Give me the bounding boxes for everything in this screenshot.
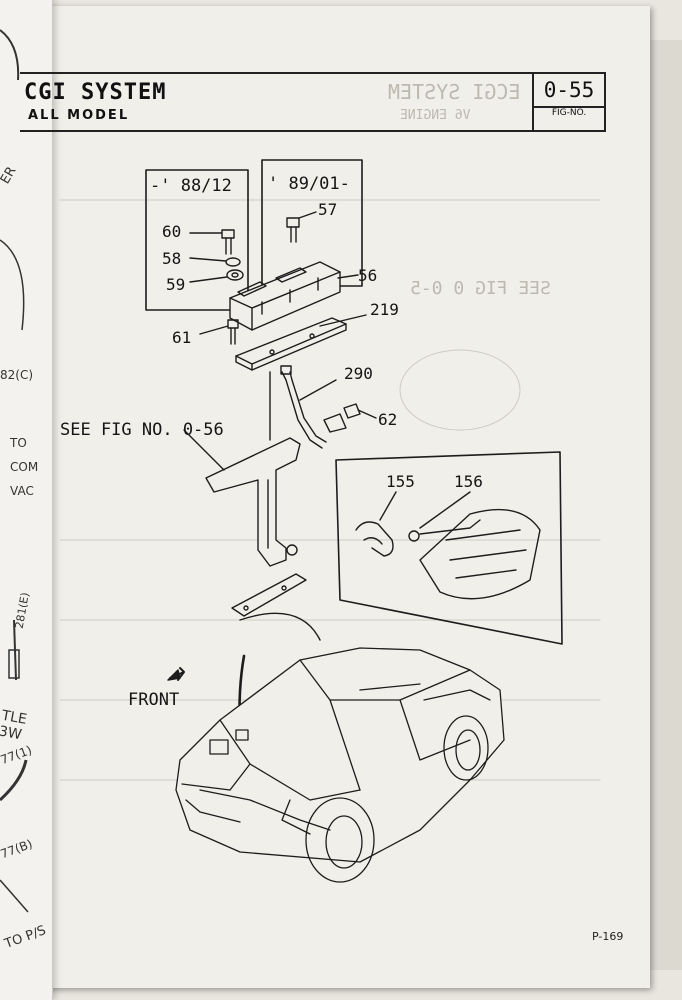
part-number-callout: 62 <box>378 410 398 429</box>
bolt-60 <box>189 229 235 255</box>
page-number: P-169 <box>592 930 624 943</box>
part-number-callout: 219 <box>370 300 399 319</box>
left-page-text: COM <box>10 460 39 474</box>
front-arrowhead <box>167 669 181 681</box>
bolt-57 <box>286 211 317 243</box>
part-number-callout: 58 <box>162 249 182 268</box>
figure-header: CGI SYSTEM ALL MODEL 0-55 FIG-NO. <box>20 72 606 132</box>
clip-62 <box>323 403 377 433</box>
mounting-bracket <box>183 371 301 567</box>
hose-290 <box>280 365 337 449</box>
front-direction-label: FRONT <box>128 690 180 710</box>
inset-late-label: ' 89/01- <box>268 174 350 194</box>
part-number-callout: 61 <box>172 328 192 347</box>
pickup-truck <box>175 647 505 883</box>
part-number-callout: 59 <box>166 275 186 294</box>
inset-early-label: -' 88/12 <box>150 176 232 196</box>
fig-number-label: FIG-NO. <box>551 108 587 118</box>
model-subtitle: ALL MODEL <box>28 108 130 123</box>
part-number-callout: 57 <box>318 200 338 219</box>
left-page-text: TO <box>10 436 27 450</box>
part-number-callout: 56 <box>358 266 378 285</box>
bracket-219 <box>235 314 367 371</box>
screw-61 <box>199 319 239 345</box>
part-number-callout: 156 <box>454 472 483 491</box>
system-title: CGI SYSTEM <box>24 80 167 105</box>
left-page-text: 82(C) <box>0 368 34 382</box>
part-number-callout: 60 <box>162 222 182 241</box>
part-number-callout: 155 <box>386 472 415 491</box>
lower-bracket-plate <box>231 573 321 641</box>
inset-box-early <box>145 169 249 311</box>
stacked-pages-edge <box>646 40 682 970</box>
left-page-drawing <box>0 29 29 913</box>
hose-detail <box>355 491 541 600</box>
inset-box-hose <box>335 451 563 645</box>
washer-59 <box>226 269 244 281</box>
part-number-callout: 290 <box>344 364 373 383</box>
washer-58 <box>225 257 241 267</box>
left-page-text: VAC <box>10 484 34 498</box>
left-page-edge: ER 82(C) TO COM VAC 281(E) TLE 3W 77(1) … <box>0 0 53 1000</box>
fig-number-box: 0-55 FIG-NO. <box>532 74 604 130</box>
see-figure-reference: SEE FIG NO. 0-56 <box>60 420 224 440</box>
module-56 <box>229 261 359 331</box>
fig-number: 0-55 <box>534 74 604 108</box>
